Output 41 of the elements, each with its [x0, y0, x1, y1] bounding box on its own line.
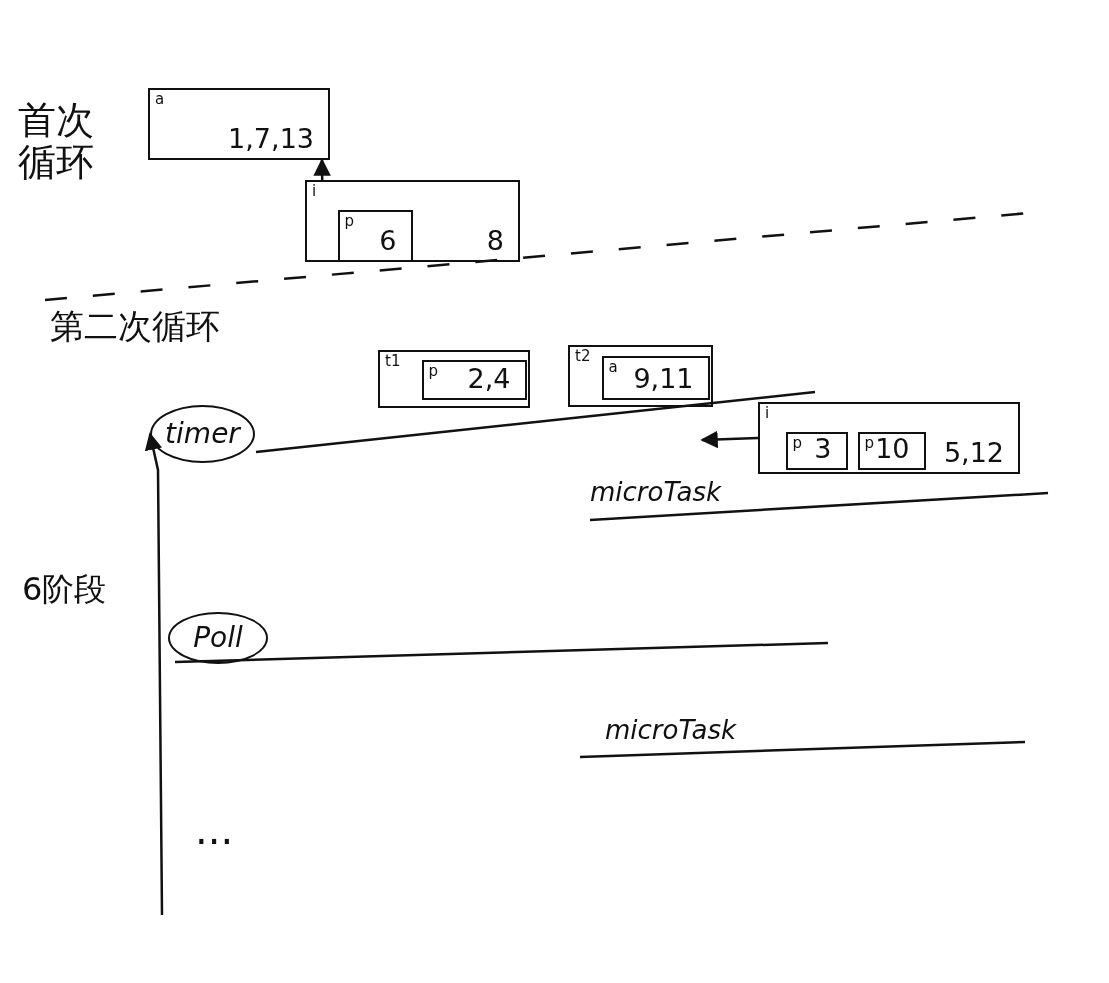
- queue-box: [758, 402, 1020, 474]
- queue-box: [305, 180, 520, 262]
- inner-queue-box: [337, 209, 413, 262]
- task-numbers: 5,12: [943, 439, 1004, 466]
- task-numbers: 8: [486, 227, 504, 254]
- task-numbers: 1,7,13: [228, 125, 314, 152]
- inner-queue-box: [785, 431, 848, 470]
- loop-label: 首次循环: [18, 100, 95, 184]
- microtask-label: microTask: [605, 716, 738, 745]
- queue-tag: p: [344, 213, 355, 229]
- queue-box: [378, 350, 530, 408]
- phase-name: timer: [164, 420, 242, 448]
- inner-queue-box: [857, 431, 926, 470]
- queue-tag: i: [765, 406, 770, 421]
- phase-ellipse: [150, 405, 255, 463]
- queue-tag: a: [155, 92, 165, 107]
- queue-tag: i: [312, 184, 317, 199]
- arrow: [700, 430, 759, 449]
- inner-queue-box: [601, 355, 710, 400]
- microtask-label: microTask: [590, 478, 723, 507]
- phase-count-label: 6阶段: [22, 572, 108, 608]
- loop-label: 第二次循环: [50, 308, 221, 346]
- inner-queue-box: [421, 359, 527, 400]
- phase-ellipse: [168, 612, 268, 664]
- queue-tag: p: [428, 363, 439, 379]
- queue-box: [148, 88, 330, 160]
- queue-tag: a: [608, 359, 618, 375]
- queue-tag: t1: [385, 354, 401, 369]
- queue-tag: p: [792, 435, 803, 451]
- task-numbers: 3: [814, 434, 832, 462]
- task-numbers: 10: [875, 434, 910, 462]
- arrow: [144, 432, 164, 915]
- queue-tag: p: [864, 435, 875, 451]
- phase-name: Poll: [192, 624, 244, 652]
- arrow: [313, 158, 331, 180]
- task-numbers: 6: [379, 226, 397, 254]
- queue-box: [568, 345, 713, 407]
- task-numbers: 9,11: [633, 364, 694, 392]
- ellipsis-label: ...: [195, 808, 235, 852]
- queue-tag: t2: [575, 349, 591, 364]
- task-numbers: 2,4: [467, 364, 511, 392]
